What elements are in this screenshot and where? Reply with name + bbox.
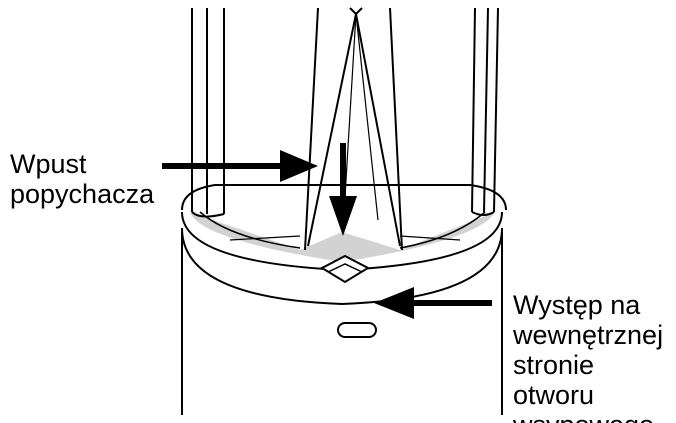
arrow-right-label: [374, 287, 492, 319]
label-line: popychacza: [10, 179, 155, 209]
arrow-left-label: [162, 150, 318, 182]
rim-shaded-surface: [190, 212, 495, 262]
pusher: [191, 7, 499, 251]
label-line: otworu: [513, 380, 595, 410]
label-opening-rib: Występ na wewnętrznej stronie otworu wsy…: [513, 290, 663, 423]
opening-rib: [319, 254, 371, 284]
housing-slot: [337, 322, 377, 338]
label-line: wewnętrznej: [513, 320, 664, 350]
pusher-groove: [307, 7, 401, 247]
label-line: wsypowego: [513, 410, 663, 423]
label-line: Występ na: [513, 290, 641, 320]
label-line: Wpust: [10, 149, 87, 179]
label-pusher-groove: Wpust popychacza: [10, 149, 154, 209]
label-line: stronie: [513, 350, 595, 380]
arrow-down: [329, 143, 357, 236]
